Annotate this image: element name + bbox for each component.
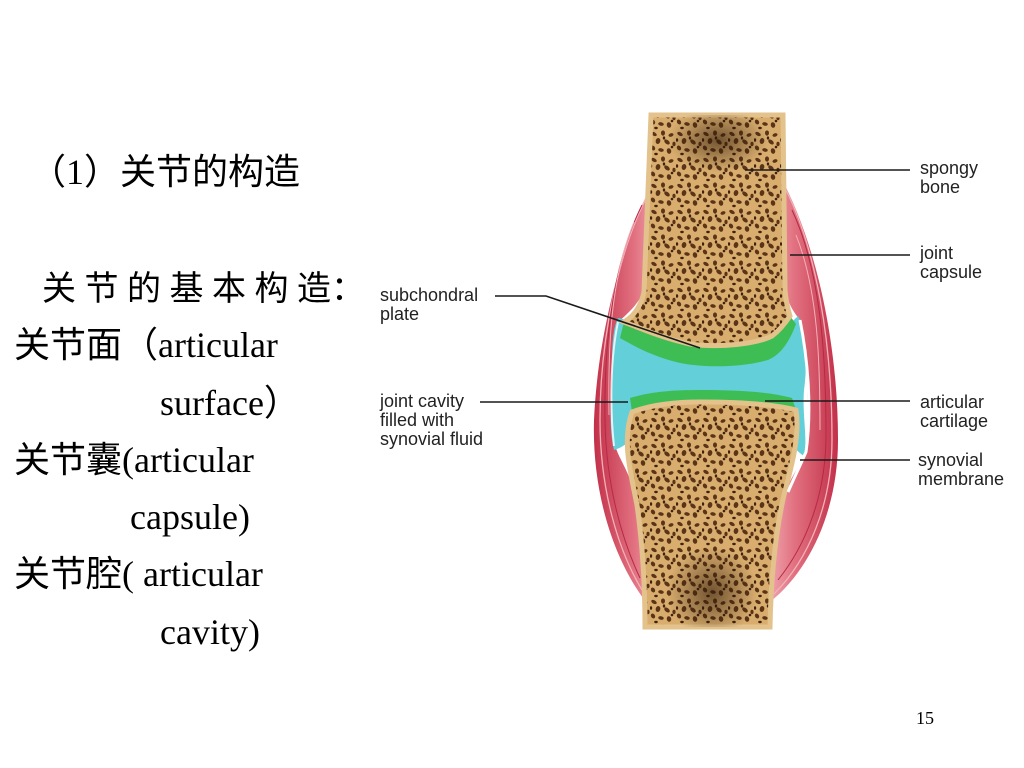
joint-capsule-left bbox=[593, 180, 657, 598]
label-line: bone bbox=[920, 177, 960, 197]
label-line: filled with bbox=[380, 410, 454, 430]
label-joint-capsule: joint capsule bbox=[919, 243, 982, 282]
label-line: joint bbox=[919, 243, 953, 263]
label-line: capsule bbox=[920, 262, 982, 282]
label-line: synovial bbox=[918, 450, 983, 470]
page-number: 15 bbox=[916, 708, 934, 728]
term-articular-cavity: 关节腔( articular bbox=[14, 554, 263, 594]
label-line: articular bbox=[920, 392, 984, 412]
label-line: membrane bbox=[918, 469, 1004, 489]
term-articular-surface-continuation: surface） bbox=[160, 383, 300, 423]
label-line: plate bbox=[380, 304, 419, 324]
term-articular-capsule: 关节囊(articular bbox=[14, 440, 254, 480]
label-line: synovial fluid bbox=[380, 429, 483, 449]
lower-bone-marrow-shade bbox=[667, 547, 757, 627]
term-articular-cavity-continuation: cavity) bbox=[160, 612, 260, 652]
synovial-membrane bbox=[610, 319, 811, 493]
slide-heading: （1）关节的构造 bbox=[30, 152, 301, 192]
capsule-fibers bbox=[599, 189, 833, 595]
term-articular-capsule-continuation: capsule) bbox=[130, 497, 250, 537]
leader-subchondral-plate bbox=[495, 295, 701, 349]
label-articular-cartilage: articular cartilage bbox=[920, 392, 988, 431]
label-line: subchondral bbox=[380, 285, 478, 305]
label-synovial-membrane: synovial membrane bbox=[918, 450, 1004, 489]
label-line: joint cavity bbox=[379, 391, 464, 411]
label-subchondral-plate: subchondral plate bbox=[380, 285, 478, 324]
label-joint-cavity: joint cavity filled with synovial fluid bbox=[379, 391, 483, 449]
slide-subheading: 关 节 的 基 本 构 造： bbox=[42, 271, 365, 308]
upper-bone bbox=[618, 112, 793, 349]
label-line: spongy bbox=[920, 158, 978, 178]
leader-lines bbox=[480, 169, 910, 461]
label-line: cartilage bbox=[920, 411, 988, 431]
upper-bone-marrow-shade bbox=[668, 115, 768, 172]
upper-articular-cartilage bbox=[620, 316, 796, 367]
label-spongy-bone: spongy bone bbox=[920, 158, 978, 197]
term-articular-surface: 关节面（articular bbox=[14, 325, 278, 365]
lower-bone bbox=[624, 399, 800, 630]
